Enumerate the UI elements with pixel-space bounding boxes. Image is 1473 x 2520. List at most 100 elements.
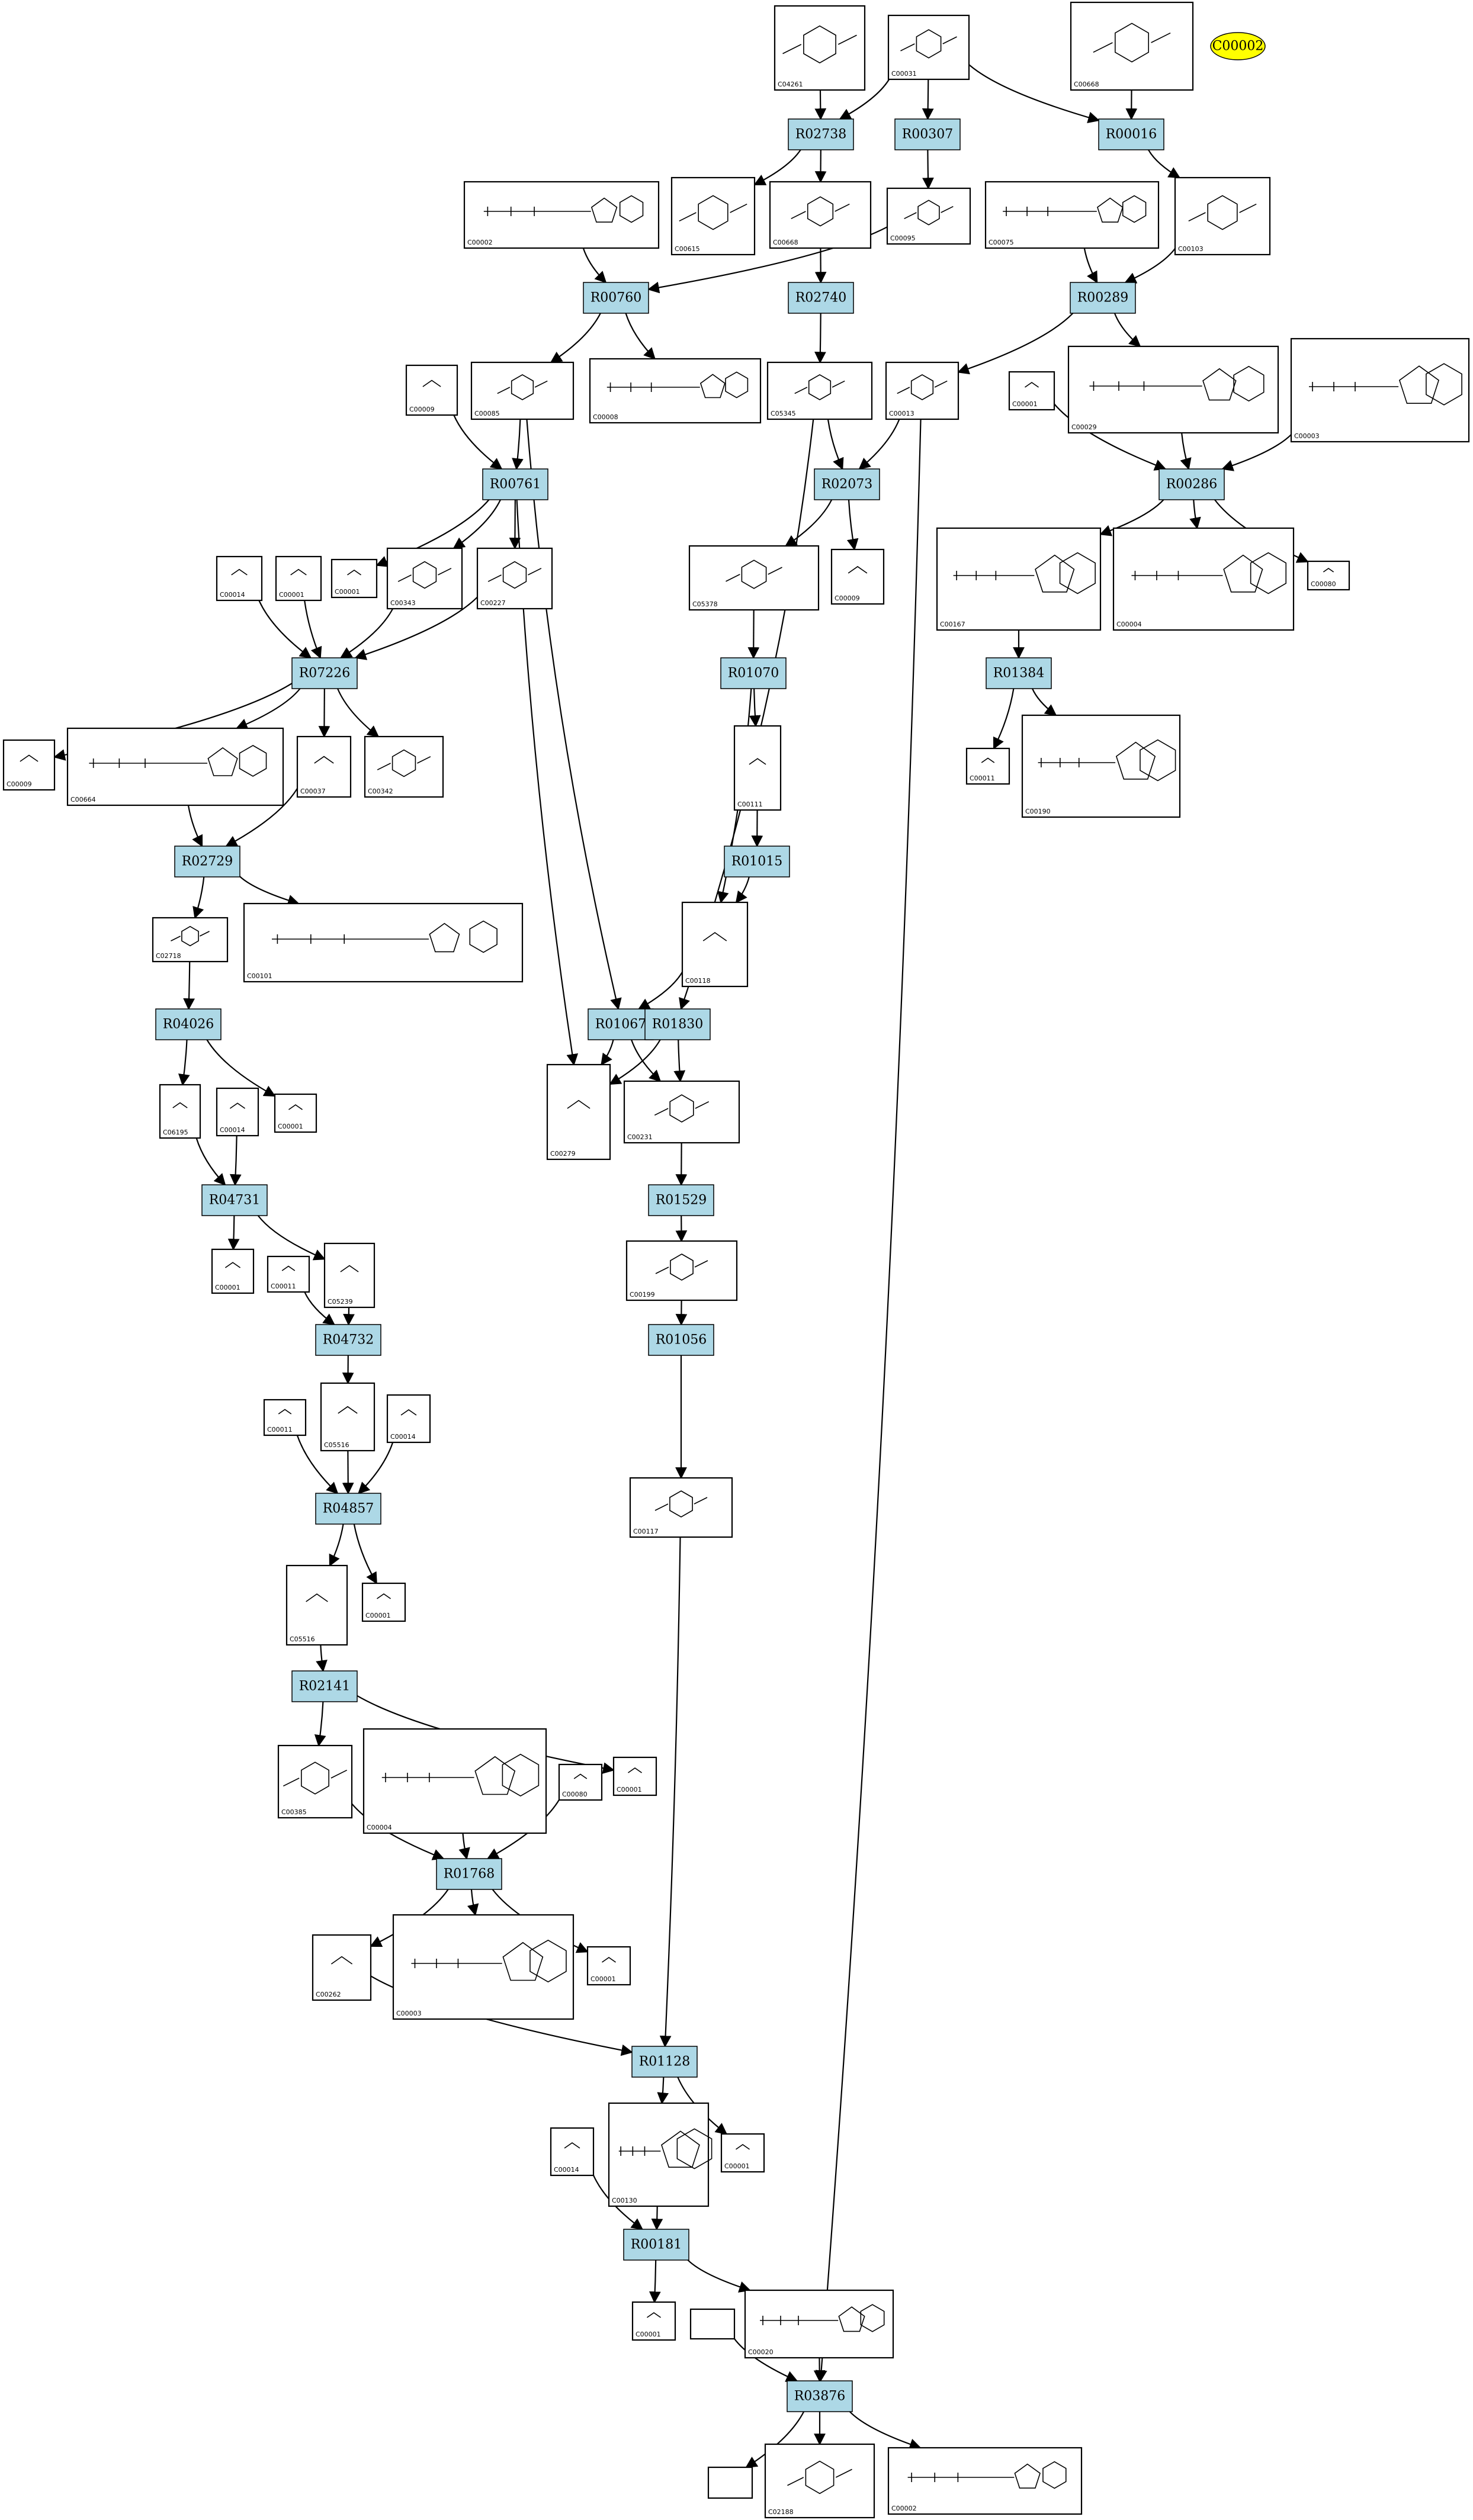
compound-node[interactable]: C00001 (586, 1946, 631, 1986)
compound-node[interactable]: C05516 (320, 1382, 376, 1452)
compound-node[interactable]: C00199 (625, 1240, 738, 1301)
compound-node[interactable]: C00004 (1112, 527, 1295, 631)
compound-node[interactable]: C00009 (2, 739, 56, 791)
compound-node[interactable]: C00342 (364, 735, 444, 798)
compound-node[interactable]: C00014 (216, 555, 263, 602)
highlighted-compound[interactable]: C00002 (1210, 32, 1266, 60)
reaction-node[interactable]: R01830 (644, 1008, 711, 1040)
compound-node[interactable]: C00664 (66, 727, 284, 806)
compound-node[interactable]: C00095 (886, 187, 971, 245)
compound-node[interactable]: C00031 (887, 14, 970, 81)
reaction-node[interactable]: R00307 (894, 118, 961, 150)
compound-node[interactable]: C00001 (612, 1756, 657, 1796)
reaction-node[interactable]: R00016 (1098, 118, 1164, 150)
reaction-node[interactable]: R00289 (1070, 282, 1136, 314)
compound-node[interactable] (689, 2308, 736, 2340)
compound-node[interactable]: C00167 (936, 527, 1102, 631)
reaction-node[interactable]: R04857 (315, 1493, 381, 1525)
compound-node[interactable] (707, 2466, 753, 2499)
reaction-node[interactable]: R04732 (315, 1324, 381, 1356)
compound-node[interactable]: C00001 (720, 2133, 765, 2173)
compound-node[interactable]: C00190 (1021, 714, 1181, 818)
compound-node[interactable]: C00003 (1290, 338, 1470, 443)
compound-node[interactable]: C00227 (476, 547, 553, 610)
compound-node[interactable]: C00118 (681, 901, 749, 988)
compound-node[interactable]: C02718 (152, 917, 229, 963)
compound-node[interactable]: C00385 (277, 1744, 353, 1819)
compound-node[interactable]: C00001 (361, 1582, 406, 1622)
compound-node[interactable]: C00011 (267, 1255, 310, 1293)
compound-node[interactable]: C00002 (887, 2447, 1083, 2515)
compound-node[interactable]: C00009 (405, 364, 458, 416)
compound-node[interactable]: C00001 (275, 555, 322, 602)
compound-node[interactable]: C00003 (392, 1914, 575, 2020)
compound-node[interactable]: C00101 (243, 902, 524, 983)
compound-node[interactable]: C00668 (1070, 1, 1194, 91)
compound-node[interactable]: C00001 (330, 558, 378, 599)
compound-node[interactable]: C00037 (296, 735, 352, 798)
reaction-node[interactable]: R02729 (174, 846, 240, 877)
compound-node[interactable]: C00029 (1067, 345, 1279, 434)
compound-node[interactable]: C06195 (159, 1084, 201, 1139)
compound-node[interactable]: C00111 (733, 725, 782, 811)
compound-node[interactable]: C00085 (470, 361, 575, 420)
compound-node[interactable]: C00014 (550, 2127, 595, 2177)
compound-node[interactable]: C00008 (589, 358, 762, 424)
compound-node[interactable]: C00001 (631, 2301, 676, 2341)
reaction-node[interactable]: R03876 (787, 2380, 853, 2412)
compound-node[interactable]: C00279 (546, 1063, 611, 1161)
reaction-node[interactable]: R00181 (623, 2229, 689, 2261)
reaction-node[interactable]: R00286 (1158, 468, 1225, 500)
compound-node[interactable]: C00231 (623, 1080, 740, 1144)
reaction-node[interactable]: R00760 (583, 282, 649, 314)
compound-node[interactable]: C00080 (1307, 560, 1350, 591)
reaction-node[interactable]: R04731 (201, 1184, 268, 1216)
reaction-node[interactable]: R00761 (482, 468, 548, 500)
compound-node[interactable]: C00001 (274, 1093, 317, 1133)
compound-node[interactable]: C00668 (769, 181, 872, 249)
compound-node[interactable]: C00075 (984, 181, 1160, 249)
compound-box (608, 2102, 710, 2207)
compound-box (631, 2301, 676, 2341)
compound-node[interactable]: C00262 (312, 1934, 372, 2001)
compound-node[interactable]: C00343 (386, 547, 463, 610)
compound-id: C00343 (390, 599, 416, 607)
reaction-node[interactable]: R02740 (788, 282, 854, 314)
compound-node[interactable]: C02188 (764, 2443, 875, 2519)
compound-node[interactable]: C00011 (965, 747, 1010, 785)
compound-node[interactable]: C05239 (323, 1242, 376, 1309)
compound-node[interactable]: C00004 (362, 1728, 547, 1834)
reaction-node[interactable]: R01768 (436, 1858, 502, 1890)
compound-node[interactable]: C04261 (774, 5, 866, 91)
compound-node[interactable]: C00117 (629, 1477, 733, 1538)
reaction-node[interactable]: R07226 (291, 657, 358, 689)
compound-node[interactable]: C00014 (386, 1394, 431, 1444)
compound-node[interactable]: C05378 (688, 545, 820, 611)
compound-node[interactable]: C00009 (830, 548, 885, 605)
compound-node[interactable]: C00020 (744, 2289, 894, 2359)
compound-node[interactable]: C00080 (558, 1763, 603, 1801)
reaction-node[interactable]: R01529 (648, 1184, 714, 1216)
compound-node[interactable]: C00103 (1174, 176, 1271, 256)
compound-node[interactable]: C05516 (285, 1564, 348, 1646)
compound-node[interactable]: C00001 (211, 1248, 255, 1294)
reaction-node[interactable]: R04026 (155, 1008, 222, 1040)
reaction-node[interactable]: R01015 (724, 846, 790, 877)
compound-node[interactable]: C00002 (463, 181, 660, 249)
compound-node[interactable]: C00001 (1008, 371, 1055, 411)
compound-node[interactable]: C00130 (608, 2102, 713, 2207)
reaction-node[interactable]: R02073 (814, 468, 880, 500)
reaction-node[interactable]: R01056 (648, 1324, 714, 1356)
edge-r6-c16 (1113, 313, 1141, 348)
reaction-node[interactable]: R01128 (631, 2046, 698, 2078)
reaction-node[interactable]: R02141 (291, 1670, 358, 1702)
compound-node[interactable]: C00014 (216, 1087, 259, 1137)
compound-node[interactable]: C00615 (670, 176, 756, 256)
reaction-node[interactable]: R01070 (720, 657, 787, 689)
compound-node[interactable]: C00011 (263, 1399, 307, 1436)
reaction-node[interactable]: R01067 (588, 1008, 654, 1040)
compound-node[interactable]: C05345 (766, 361, 873, 420)
reaction-node[interactable]: R01384 (986, 657, 1052, 689)
reaction-node[interactable]: R02738 (788, 118, 854, 150)
compound-node[interactable]: C00013 (885, 361, 959, 420)
